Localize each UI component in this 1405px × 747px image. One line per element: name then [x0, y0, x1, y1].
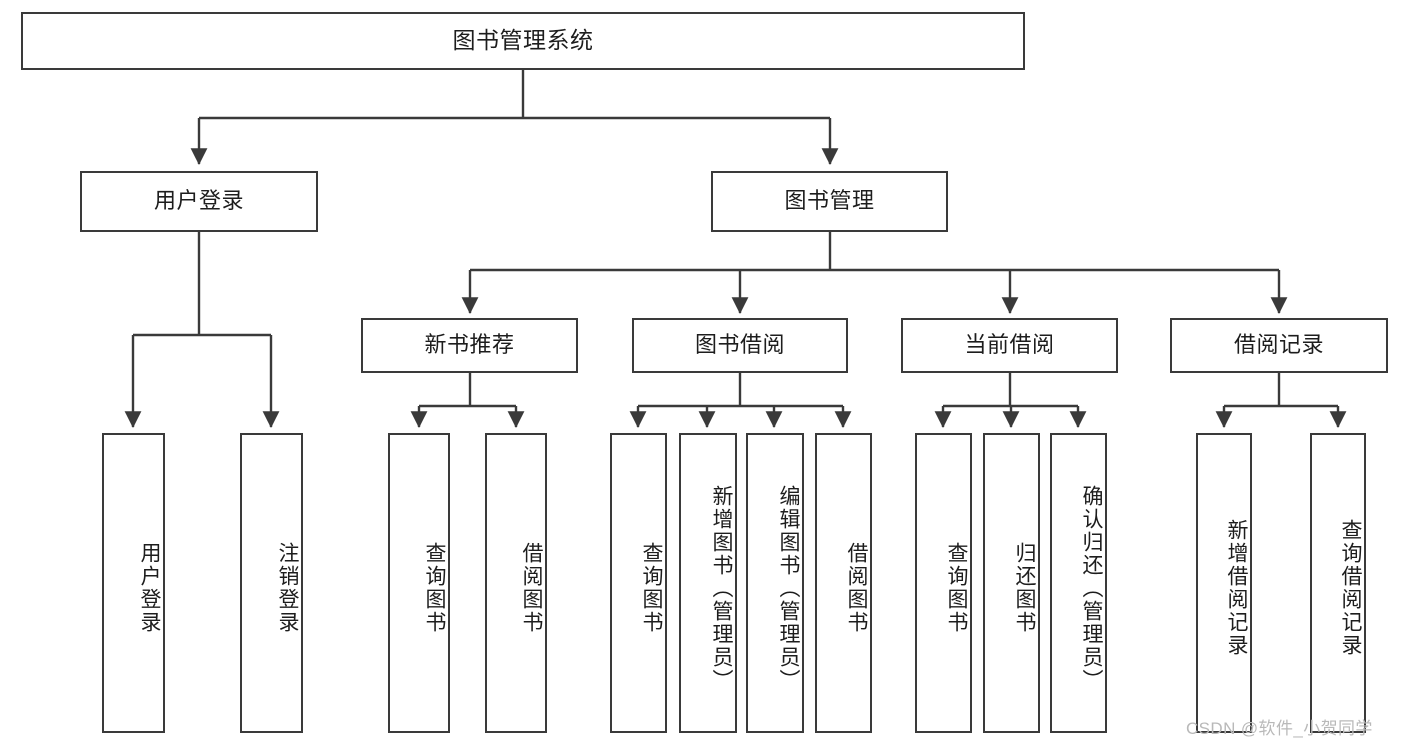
- leaf-label: 查询借阅记录: [1339, 519, 1362, 657]
- leaf-new-book-borrow[interactable]: 借阅图书: [485, 433, 547, 733]
- leaf-label: 新增借阅记录: [1225, 519, 1248, 657]
- leaf-records-add-record[interactable]: 新增借阅记录: [1196, 433, 1252, 733]
- leaf-label: 借阅图书: [845, 542, 868, 634]
- leaf-borrow-add-book-admin[interactable]: 新增图书（管理员）: [679, 433, 737, 733]
- leaf-label: 编辑图书（管理员）: [777, 484, 800, 692]
- leaf-user-login-signout[interactable]: 注销登录: [240, 433, 303, 733]
- leaf-label: 查询图书: [945, 542, 968, 634]
- node-current-borrow[interactable]: 当前借阅: [901, 318, 1118, 373]
- leaf-label: 查询图书: [640, 542, 663, 634]
- leaf-label: 用户登录: [138, 542, 161, 634]
- leaf-user-login-signin[interactable]: 用户登录: [102, 433, 165, 733]
- leaf-new-book-query[interactable]: 查询图书: [388, 433, 450, 733]
- leaf-current-query-book[interactable]: 查询图书: [915, 433, 972, 733]
- node-root-system[interactable]: 图书管理系统: [21, 12, 1025, 70]
- leaf-label: 注销登录: [276, 542, 299, 634]
- leaf-borrow-edit-book-admin[interactable]: 编辑图书（管理员）: [746, 433, 804, 733]
- node-borrow-records[interactable]: 借阅记录: [1170, 318, 1388, 373]
- leaf-borrow-query-book[interactable]: 查询图书: [610, 433, 667, 733]
- node-book-management[interactable]: 图书管理: [711, 171, 948, 232]
- leaf-current-confirm-return-admin[interactable]: 确认归还（管理员）: [1050, 433, 1107, 733]
- node-book-borrow[interactable]: 图书借阅: [632, 318, 848, 373]
- leaf-current-return-book[interactable]: 归还图书: [983, 433, 1040, 733]
- leaf-label: 新增图书（管理员）: [710, 484, 733, 692]
- node-user-login[interactable]: 用户登录: [80, 171, 318, 232]
- leaf-label: 借阅图书: [520, 542, 543, 634]
- node-new-book-recommend[interactable]: 新书推荐: [361, 318, 578, 373]
- leaf-records-query-record[interactable]: 查询借阅记录: [1310, 433, 1366, 733]
- leaf-borrow-borrow-book[interactable]: 借阅图书: [815, 433, 872, 733]
- leaf-label: 确认归还（管理员）: [1080, 484, 1103, 692]
- csdn-watermark: CSDN @软件_小贺同学: [1186, 719, 1373, 738]
- leaf-label: 查询图书: [423, 542, 446, 634]
- leaf-label: 归还图书: [1013, 542, 1036, 634]
